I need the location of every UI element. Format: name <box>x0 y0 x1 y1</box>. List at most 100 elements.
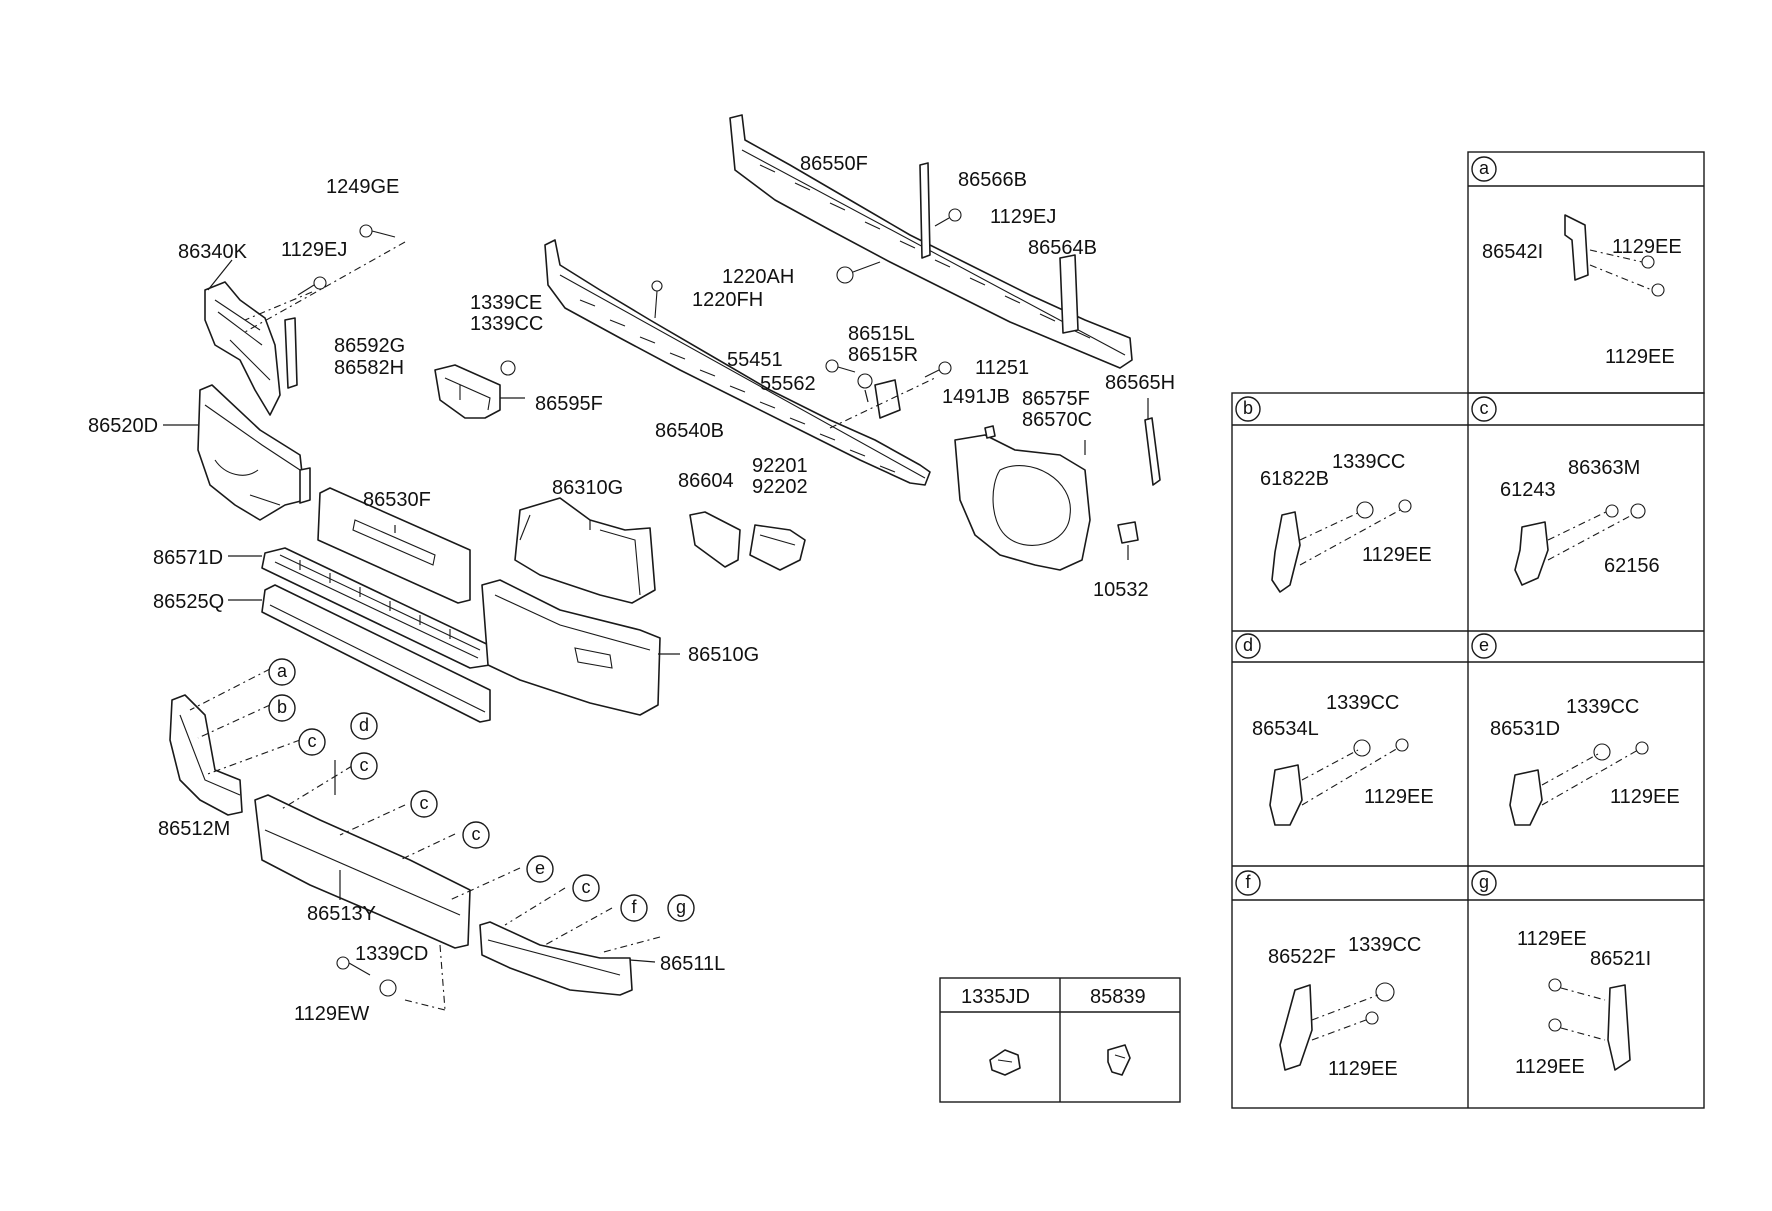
clip-header-1335jd: 1335JD <box>961 986 1030 1008</box>
panel-c-tag: c <box>1471 396 1497 422</box>
callout-c-1-letter: c <box>308 731 317 751</box>
callout-e-letter: e <box>535 858 545 878</box>
label-86566b: 86566B <box>958 169 1027 191</box>
clip-header-85839: 85839 <box>1090 986 1146 1008</box>
bracket-86515 <box>874 379 901 419</box>
panel-d-label-1: 86534L <box>1252 718 1319 740</box>
label-86550f: 86550F <box>800 153 868 175</box>
label-55562: 55562 <box>760 373 816 395</box>
callout-c-4: c <box>462 821 490 849</box>
callout-c-5: c <box>572 874 600 902</box>
panel-d-label-3: 1129EE <box>1364 786 1434 808</box>
panel-g-label-2: 86521I <box>1590 948 1651 970</box>
label-1249ge: 1249GE <box>326 176 399 198</box>
panel-b-parts <box>1271 499 1412 593</box>
panel-a-label-2: 1129EE <box>1612 236 1682 258</box>
label-1220ah: 1220AH <box>722 266 794 288</box>
label-86511l: 86511L <box>660 953 725 975</box>
label-86604: 86604 <box>678 470 734 492</box>
label-1129ew: 1129EW <box>294 1003 369 1025</box>
clip-table: 1335JD 85839 <box>939 977 1181 1103</box>
bracket-86566b <box>919 162 931 259</box>
callout-a: a <box>268 658 296 686</box>
label-1129ej-upper: 1129EJ <box>990 206 1056 228</box>
callout-c-3: c <box>410 790 438 818</box>
cover-86310g <box>514 497 656 604</box>
panel-d-label-2: 1339CC <box>1326 692 1399 714</box>
label-86520d: 86520D <box>88 415 158 437</box>
panel-f-parts <box>1279 982 1395 1071</box>
label-55451: 55451 <box>727 349 783 371</box>
clip-85839-icon <box>1107 1044 1131 1076</box>
label-1129ej-left: 1129EJ <box>281 239 347 261</box>
bolt-near-1220ah <box>836 261 881 284</box>
panel-e-label-1: 86531D <box>1490 718 1560 740</box>
lamp-92201 <box>749 524 806 571</box>
bracket-10532 <box>1117 521 1139 544</box>
label-86595f: 86595F <box>535 393 603 415</box>
panel-b-letter: b <box>1243 398 1253 418</box>
clip-1335jd-icon <box>989 1049 1021 1076</box>
frame-86570c <box>954 434 1091 571</box>
beam-86525q <box>261 584 491 723</box>
label-86515l: 86515L <box>848 323 915 345</box>
grille-86530f <box>317 487 471 604</box>
label-86571d: 86571D <box>153 547 223 569</box>
panel-e-tag: e <box>1471 633 1497 659</box>
label-86340k: 86340K <box>178 241 248 263</box>
panel-b-label-1: 61822B <box>1260 468 1329 490</box>
bumper-86510g <box>481 579 661 716</box>
bracket-86564b <box>1059 254 1079 334</box>
lower-panel-86513y <box>254 794 471 949</box>
label-1220fh: 1220FH <box>692 289 763 311</box>
label-10532: 10532 <box>1093 579 1149 601</box>
callout-e: e <box>526 855 554 883</box>
bolt-11251 <box>924 361 952 378</box>
label-86513y: 86513Y <box>307 903 376 925</box>
label-86310g: 86310G <box>552 477 623 499</box>
callout-g: g <box>667 894 695 922</box>
bracket-86565h <box>1144 417 1161 486</box>
label-86510g: 86510G <box>688 644 759 666</box>
label-86512m: 86512M <box>158 818 230 840</box>
callout-c-3-letter: c <box>420 793 429 813</box>
panel-c-letter: c <box>1480 398 1489 418</box>
callout-c-2-letter: c <box>360 755 369 775</box>
bolt-55451 <box>825 359 856 373</box>
bolt-1129ew <box>336 956 371 976</box>
panel-f-tag: f <box>1235 870 1261 896</box>
panel-e-label-2: 1339CC <box>1566 696 1639 718</box>
label-92201: 92201 <box>752 455 808 477</box>
panel-e-label-3: 1129EE <box>1610 786 1680 808</box>
label-92202: 92202 <box>752 476 808 498</box>
nut-1339cd <box>379 979 397 997</box>
panel-d-letter: d <box>1243 635 1253 655</box>
clip-1491jb <box>984 425 996 439</box>
panel-c-label-3: 62156 <box>1604 555 1660 577</box>
panel-a-letter: a <box>1479 158 1490 178</box>
label-86530f: 86530F <box>363 489 431 511</box>
label-86570c: 86570C <box>1022 409 1092 431</box>
label-86515r: 86515R <box>848 344 918 366</box>
panel-f-letter: f <box>1245 872 1251 892</box>
callout-a-letter: a <box>277 661 288 681</box>
panel-d-tag: d <box>1235 633 1261 659</box>
label-11251: 11251 <box>975 357 1029 379</box>
panel-g-tag: g <box>1471 870 1497 896</box>
callout-b: b <box>268 694 296 722</box>
label-86540b: 86540B <box>655 420 724 442</box>
label-86575f: 86575F <box>1022 388 1090 410</box>
callout-c-5-letter: c <box>582 877 591 897</box>
label-1339cd: 1339CD <box>355 943 428 965</box>
label-86582h: 86582H <box>334 357 404 379</box>
label-86564b: 86564B <box>1028 237 1097 259</box>
label-86565h: 86565H <box>1105 372 1175 394</box>
callout-f: f <box>620 894 648 922</box>
panel-b-label-3: 1129EE <box>1362 544 1432 566</box>
label-86525q: 86525Q <box>153 591 224 613</box>
panel-f-label-3: 1129EE <box>1328 1058 1398 1080</box>
callout-d-letter: d <box>359 715 369 735</box>
bolt-1129ej-upper <box>934 208 962 227</box>
panel-g-label-3: 1129EE <box>1515 1056 1585 1078</box>
bolt-1129ej-left <box>297 276 327 296</box>
